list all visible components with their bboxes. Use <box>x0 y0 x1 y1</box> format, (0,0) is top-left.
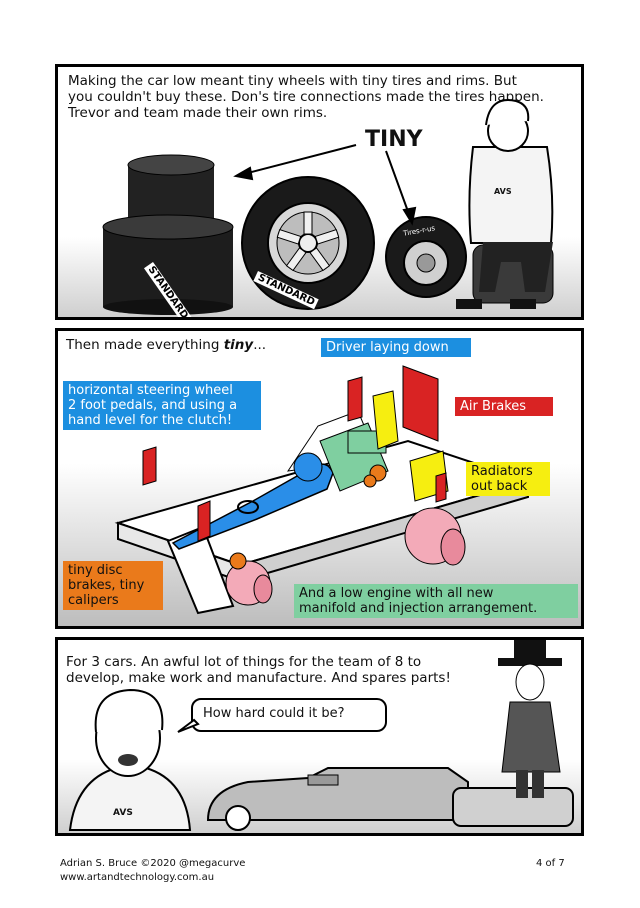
engine-label: And a low engine with all new manifold a… <box>294 584 578 618</box>
panel-tires: Making the car low meant tiny wheels wit… <box>55 64 584 320</box>
shirt-logo: AVS <box>494 187 512 196</box>
tiny-wheel <box>385 216 467 298</box>
brakes-line: brakes, tiny <box>68 578 145 593</box>
brakes-line: tiny disc <box>68 563 123 578</box>
tires-illustration <box>102 99 554 315</box>
caption-line: develop, make work and manufacture. And … <box>66 670 451 686</box>
caption-emphasis: tiny <box>223 337 254 353</box>
tiny-label: TINY <box>365 127 423 152</box>
team-illustration <box>68 640 574 831</box>
page-number: 4 of 7 <box>536 858 565 869</box>
panel-car-layout: Then made everything tiny... <box>55 328 584 629</box>
driver-label-text: Driver laying down <box>326 340 449 355</box>
man-sitting <box>456 99 554 309</box>
website-link[interactable]: www.artandtechnology.com.au <box>60 872 215 883</box>
engine-line: manifold and injection arrangement. <box>299 601 538 616</box>
brake-discs <box>229 464 387 570</box>
caption-line: For 3 cars. An awful lot of things for t… <box>66 654 422 670</box>
speech-bubble: How hard could it be? <box>191 698 387 732</box>
air-brakes-label: Air Brakes <box>455 397 553 416</box>
car-cutaway-illustration <box>114 365 532 615</box>
man-with-hat <box>498 640 562 798</box>
steering-line: hand level for the clutch! <box>68 413 233 428</box>
steering-line: 2 foot pedals, and using a <box>68 398 238 413</box>
air-brakes-text: Air Brakes <box>460 399 527 414</box>
air-brakes <box>142 365 447 542</box>
panel-team-workload: For 3 cars. An awful lot of things for t… <box>55 637 584 836</box>
driver-figure <box>171 452 334 550</box>
brakes-line: calipers <box>68 593 119 608</box>
man-portrait <box>68 688 192 831</box>
steering-line: horizontal steering wheel <box>68 383 233 398</box>
speech-text: How hard could it be? <box>203 706 345 721</box>
radiators-label: Radiators out back <box>466 462 550 496</box>
wheels <box>225 507 466 606</box>
spare-part <box>452 787 574 827</box>
steering-label: horizontal steering wheel 2 foot pedals,… <box>63 381 261 430</box>
engine-line: And a low engine with all new <box>299 586 494 601</box>
radiators-line: Radiators <box>471 464 533 479</box>
caption-line: Trevor and team made their own rims. <box>68 105 328 121</box>
panel3-caption: For 3 cars. An awful lot of things for t… <box>66 654 451 686</box>
shirt-logo: AVS <box>113 808 133 818</box>
caption-line: you couldn't buy these. Don's tire conne… <box>68 89 544 105</box>
brakes-label: tiny disc brakes, tiny calipers <box>63 561 163 610</box>
tiny-arrows <box>233 144 417 226</box>
credit-line: Adrian S. Bruce ©2020 @megacurve <box>60 858 246 869</box>
caption-line: Making the car low meant tiny wheels wit… <box>68 73 517 89</box>
caption-prefix: Then made everything <box>66 337 224 353</box>
panel2-caption: Then made everything tiny... <box>66 337 266 353</box>
radiators-line: out back <box>471 479 528 494</box>
driver-label: Driver laying down <box>321 338 471 357</box>
caption-suffix: ... <box>253 337 267 353</box>
car-body <box>206 767 469 831</box>
standard-wheel <box>241 176 375 310</box>
panel1-caption: Making the car low meant tiny wheels wit… <box>68 73 544 121</box>
